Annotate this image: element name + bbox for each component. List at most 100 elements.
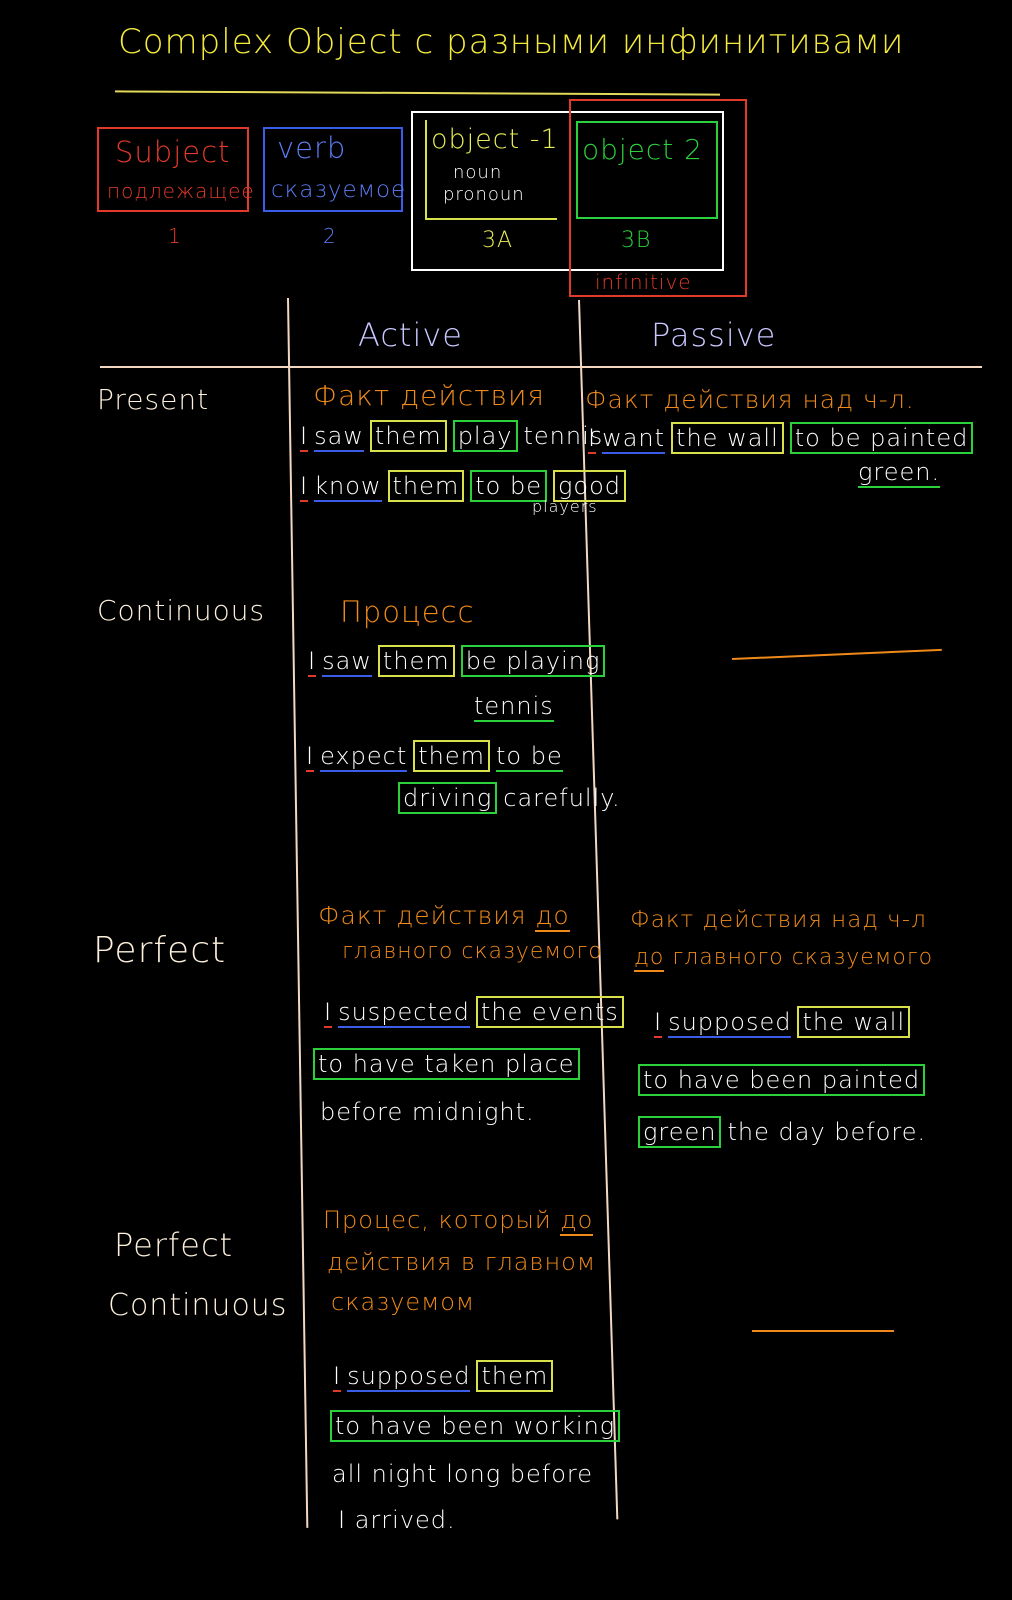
subject-box: Subject подлежащее	[97, 127, 254, 212]
sentence-object: the events	[475, 996, 624, 1028]
sentence-subject: I	[324, 998, 333, 1028]
sentence-rest: tennis	[474, 692, 554, 722]
sentence-subject: I	[654, 1008, 663, 1038]
sentence-infinitive: play	[452, 420, 518, 452]
sentence-subject: I	[308, 647, 317, 677]
row-perfect-continuous-2: Continuous	[108, 1288, 288, 1323]
sentence-infinitive: to have taken place	[313, 1048, 580, 1080]
heading-present-passive: Факт действия над ч-л.	[585, 385, 915, 414]
sentence-verb: want	[602, 424, 666, 454]
sentence-infinitive: to have been painted	[638, 1064, 926, 1096]
sentence-object: them	[377, 645, 455, 677]
sentence-verb: know	[314, 472, 382, 502]
sentence-rest-2: the day before.	[727, 1118, 927, 1146]
sentence-present-active-2-tail: players	[532, 497, 598, 516]
sentence-present-passive-1-tail: green.	[858, 458, 946, 488]
heading-perfect-active-2: главного сказуемого	[342, 939, 603, 964]
sentence-verb: saw	[314, 422, 364, 452]
object1-box: object -1 noun pronoun	[425, 120, 559, 220]
verb-box: verb сказуемое	[263, 127, 407, 212]
sentence-verb: expect	[320, 742, 408, 772]
object1-noun: noun	[453, 162, 503, 183]
verb-ru-label: сказуемое	[271, 177, 407, 203]
sentence-object: them	[387, 470, 465, 502]
object2-outer-box	[569, 99, 747, 297]
column-active: Active	[358, 316, 463, 354]
row-continuous: Continuous	[97, 594, 266, 627]
sentence-perfect-active-1-tail: before midnight.	[320, 1098, 535, 1126]
object2-label: object 2	[582, 133, 703, 166]
sentence-object: them	[476, 1360, 554, 1392]
sentence-pc-active-1-tail-2: I arrived.	[338, 1506, 456, 1534]
verb-number: 2	[323, 224, 337, 248]
sentence-infinitive: to have been working	[330, 1410, 621, 1442]
sentence-object: the wall	[797, 1006, 911, 1038]
row-present: Present	[97, 383, 210, 416]
page-title: Complex Object с разными инфинитивами	[118, 22, 905, 62]
pc-passive-empty-line	[752, 1330, 894, 1332]
grid-line-header	[100, 366, 982, 368]
subject-label: Subject	[115, 135, 231, 169]
sentence-infinitive: to be	[496, 742, 563, 772]
infinitive-label: infinitive	[595, 270, 692, 294]
heading-pc-active-1b: до	[560, 1206, 594, 1236]
sentence-continuous-active-1-tail: tennis	[474, 692, 560, 722]
sentence-infinitive: be playing	[460, 645, 606, 677]
row-perfect: Perfect	[93, 930, 227, 971]
object-frame	[411, 111, 724, 271]
object2-number: 3B	[621, 228, 652, 253]
heading-perfect-passive-2: до главного сказуемого	[634, 938, 933, 978]
heading-perfect-active-1a: Факт действия	[318, 901, 527, 930]
heading-pc-active-2: действия в главном	[327, 1248, 596, 1276]
heading-perfect-passive-2a: до	[634, 945, 665, 972]
heading-perfect-active-1b: до	[535, 901, 570, 932]
object1-pronoun: pronoun	[443, 184, 525, 205]
sentence-perfect-passive-1-inf: to have been painted	[638, 1064, 931, 1096]
heading-perfect-passive-1: Факт действия над ч-л	[630, 907, 927, 933]
row-perfect-continuous-1: Perfect	[114, 1226, 234, 1264]
column-passive: Passive	[651, 316, 777, 354]
subject-number: 1	[168, 224, 182, 248]
sentence-subject: I	[300, 472, 309, 502]
sentence-infinitive: to be painted	[789, 422, 974, 454]
continuous-passive-empty-line	[731, 648, 942, 660]
sentence-perfect-active-1-inf: to have taken place	[313, 1048, 586, 1080]
heading-present-active: Факт действия	[313, 379, 545, 412]
sentence-verb: suspected	[338, 998, 470, 1028]
sentence-pc-active-1-tail: all night long before	[332, 1460, 594, 1488]
sentence-rest: tennis.	[523, 422, 612, 450]
sentence-pc-active-1-inf: to have been working	[330, 1410, 626, 1442]
sentence-infinitive: to be	[470, 470, 547, 502]
heading-continuous-active: Процесс	[340, 595, 475, 629]
heading-pc-active-1a: Процес, который	[323, 1206, 552, 1234]
sentence-subject: I	[300, 422, 309, 452]
heading-perfect-active-1: Факт действия до	[318, 896, 570, 936]
sentence-rest: good	[553, 470, 627, 502]
sentence-rest-1: green	[638, 1116, 722, 1148]
sentence-verb: saw	[322, 647, 372, 677]
sentence-object: them	[413, 740, 490, 772]
sentence-subject: I	[306, 742, 315, 772]
verb-label: verb	[277, 131, 347, 165]
object2-box: object 2	[576, 121, 718, 219]
subject-ru-label: подлежащее	[107, 179, 255, 203]
object1-number: 3A	[482, 228, 514, 253]
heading-perfect-passive-2b: главного сказуемого	[672, 945, 934, 970]
sentence-infinitive-2: driving	[398, 782, 498, 814]
object1-label: object -1	[431, 124, 559, 155]
title-underline	[114, 90, 721, 96]
sentence-subject: I	[588, 424, 597, 454]
heading-pc-active-3: сказуемом	[331, 1288, 475, 1316]
sentence-rest: green.	[858, 458, 941, 488]
sentence-object: them	[369, 420, 447, 452]
